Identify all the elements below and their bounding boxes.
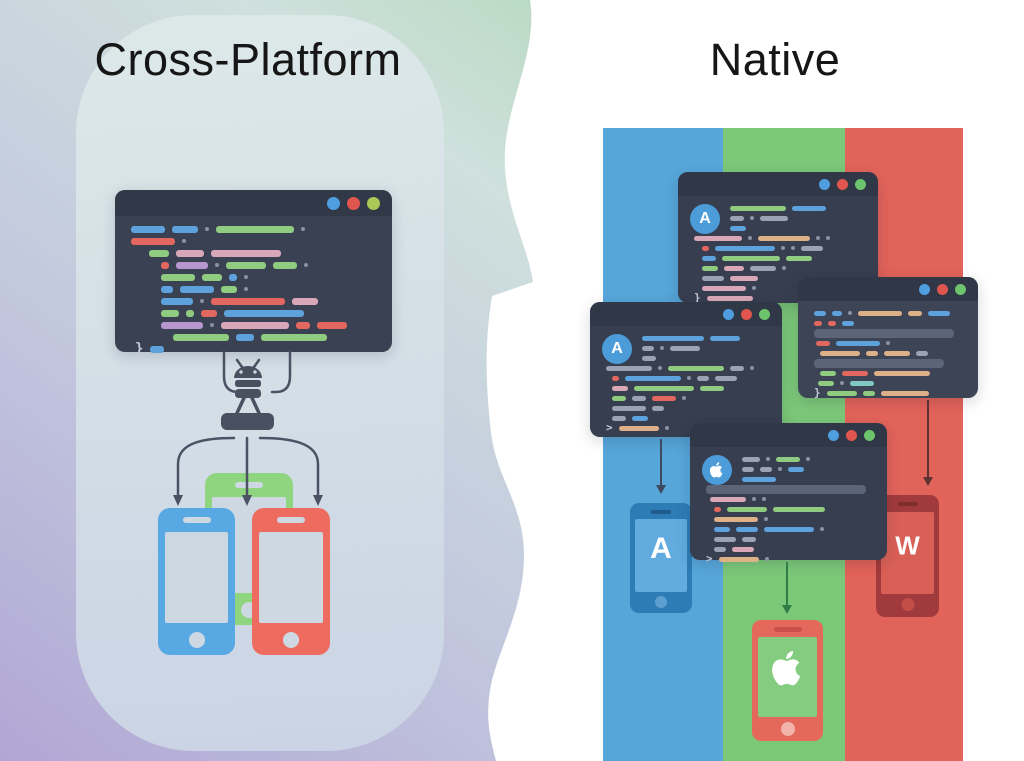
phone-speaker-slot (651, 510, 671, 514)
phone-home-button (655, 596, 667, 608)
window-dot-red-icon (741, 308, 752, 320)
phone-red (252, 508, 330, 655)
phone-windows: W (876, 495, 939, 617)
android-badge: A (690, 204, 720, 234)
phone-home-button (188, 632, 205, 648)
code-rows-w4: > (690, 447, 887, 564)
cross-platform-title: Cross-Platform (94, 34, 402, 85)
code-window-windows: } (798, 277, 978, 398)
code-rows-w1: } (678, 196, 878, 303)
window-dot-red-icon (837, 178, 848, 190)
android-robot-icon (234, 358, 262, 415)
window-dot-red-icon (937, 283, 948, 295)
native-title: Native (709, 34, 841, 85)
phone-speaker-slot (235, 482, 263, 488)
android-badge: A (602, 334, 632, 364)
window-titlebar (798, 277, 978, 301)
window-dot-green-icon (864, 429, 875, 441)
window-dot-green-icon (367, 196, 380, 210)
code-rows-main: } (115, 216, 392, 356)
phone-screen (881, 512, 934, 594)
window-dot-blue-icon (819, 178, 830, 190)
apple-logo-icon (709, 462, 723, 478)
window-dot-red-icon (347, 196, 360, 210)
window-dot-blue-icon (828, 429, 839, 441)
window-dot-green-icon (855, 178, 866, 190)
phone-blue (158, 508, 235, 655)
window-titlebar (115, 190, 392, 216)
code-window-ios: > (690, 423, 887, 564)
code-window-shared: } (115, 190, 392, 356)
phone-home-button (283, 632, 299, 648)
phone-speaker-slot (773, 627, 802, 632)
apple-logo-icon (770, 648, 806, 693)
phone-screen (165, 532, 228, 623)
code-rows-w2: > (590, 326, 782, 433)
phone-home-button (780, 722, 795, 736)
code-window-android-2: A > (590, 302, 782, 437)
phone-android: A (630, 503, 692, 613)
window-dot-green-icon (955, 283, 966, 295)
window-dot-blue-icon (327, 196, 340, 210)
phone-ios (752, 620, 823, 741)
window-titlebar (678, 172, 878, 196)
window-dot-green-icon (759, 308, 770, 320)
window-dot-red-icon (846, 429, 857, 441)
phone-speaker-slot (897, 502, 918, 506)
window-dot-blue-icon (919, 283, 930, 295)
robot-platform-bar (221, 413, 274, 430)
phone-screen (259, 532, 323, 623)
window-dot-blue-icon (723, 308, 734, 320)
phone-speaker-slot (277, 517, 305, 523)
android-a-logo: A (650, 532, 672, 566)
window-titlebar (690, 423, 887, 447)
phone-home-button (901, 598, 914, 611)
phone-screen (635, 519, 687, 592)
phone-speaker-slot (182, 517, 211, 523)
apple-badge (702, 455, 732, 485)
windows-w-logo: W (895, 530, 920, 561)
code-rows-w3: } (798, 301, 978, 398)
window-titlebar (590, 302, 782, 326)
